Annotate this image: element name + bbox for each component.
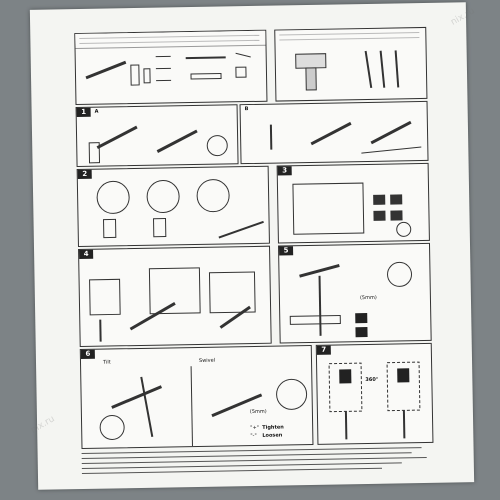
step-1a-illustration xyxy=(88,125,228,164)
tools-panel xyxy=(274,26,428,102)
step-7-panel: 7 360° xyxy=(315,342,434,445)
step-4-illustration xyxy=(89,267,256,342)
step-4-number: 4 xyxy=(79,249,94,260)
parts-illustration xyxy=(85,52,251,86)
step-1-number: 1 xyxy=(76,107,91,118)
step-6-illustration xyxy=(99,366,308,447)
step-5-illustration xyxy=(289,261,413,338)
step-6-swivel-label: Swivel xyxy=(198,357,216,364)
step-6-panel: 6 Tilt Swivel (5mm) "+" Tighten "-" Loos… xyxy=(79,344,314,450)
step-5-panel: 5 (5mm) xyxy=(277,242,432,344)
step-2-illustration xyxy=(96,179,264,239)
step-2-panel: 2 xyxy=(76,165,270,248)
step-1-label-a: A xyxy=(94,108,99,115)
step-1-panel-a: 1 A xyxy=(75,104,239,168)
step-7-number: 7 xyxy=(316,345,331,355)
step-7-illustration xyxy=(328,361,421,440)
step-1-panel-b: B xyxy=(239,100,429,165)
step-1-label-b: B xyxy=(244,106,249,113)
step-6-number: 6 xyxy=(80,349,95,360)
step-3-panel: 3 xyxy=(276,162,430,244)
parts-list-panel xyxy=(74,29,268,106)
step-4-panel: 4 xyxy=(78,245,272,348)
drill-icon xyxy=(295,50,400,91)
footer-notes xyxy=(81,445,432,479)
step-6-tilt-label: Tilt xyxy=(102,359,111,366)
step-1b-illustration xyxy=(269,120,422,154)
step-3-number: 3 xyxy=(277,166,292,176)
step-5-number: 5 xyxy=(279,246,294,256)
step-3-illustration xyxy=(292,182,412,237)
step-2-number: 2 xyxy=(77,169,92,180)
instruction-sheet: 1 A B 2 3 xyxy=(29,2,475,490)
